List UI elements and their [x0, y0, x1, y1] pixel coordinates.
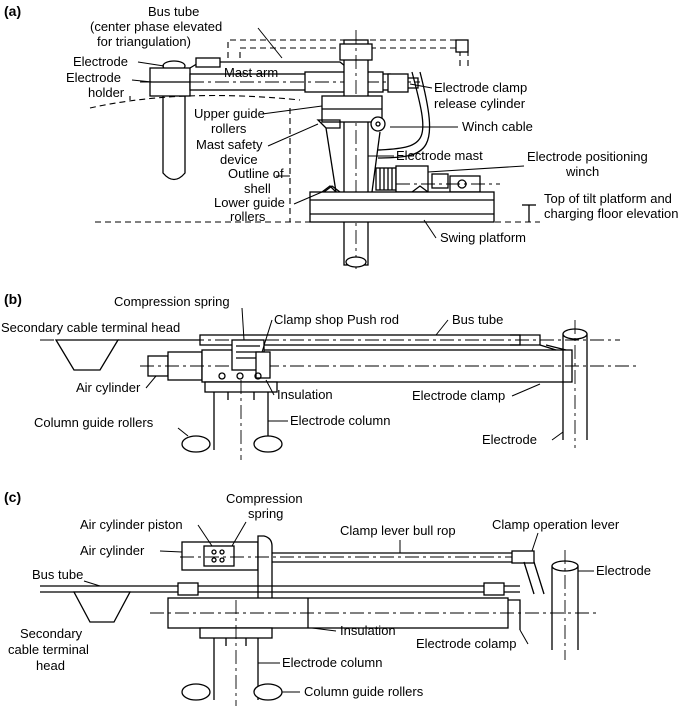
air-cylinder-piston — [203, 545, 235, 567]
label-compression-spring-c-1: Compression — [226, 491, 303, 506]
label-positioning-winch-1: Electrode positioning — [527, 149, 648, 164]
label-clamp-operation-lever: Clamp operation lever — [492, 517, 620, 532]
label-insulation-b: Insulation — [277, 387, 333, 402]
label-mast-safety-1: Mast safety — [196, 137, 263, 152]
label-clamp-release-2: release cylinder — [434, 96, 526, 111]
shell-outline-top — [89, 94, 301, 109]
label-air-cylinder-b: Air cylinder — [76, 380, 141, 395]
label-electrode-c: Electrode — [596, 563, 651, 578]
swing-platform — [309, 191, 495, 223]
column-guide-roller-left-b — [181, 435, 211, 453]
label-bus-tube-a: Bus tube — [148, 4, 199, 19]
label-mast-arm: Mast arm — [224, 65, 278, 80]
label-winch-cable: Winch cable — [462, 119, 533, 134]
label-air-cylinder-c: Air cylinder — [80, 543, 145, 558]
label-compression-spring-b: Compression spring — [114, 294, 230, 309]
label-outline-shell-1: Outline of — [228, 166, 284, 181]
label-secondary-terminal-b: Secondary cable terminal head — [1, 320, 180, 335]
label-clamp-lever-bull: Clamp lever bull rop — [340, 523, 456, 538]
label-secondary-c-3: head — [36, 658, 65, 673]
bus-tube-a — [189, 61, 346, 69]
label-bus-tube-b: Bus tube — [452, 312, 503, 327]
panel-c-tag: (c) — [4, 489, 21, 505]
winch-drum — [375, 167, 397, 191]
label-holder-1: Electrode — [66, 70, 121, 85]
secondary-terminal-head-b — [54, 339, 120, 371]
label-electrode-a: Electrode — [73, 54, 128, 69]
column-guide-roller-left-c — [181, 683, 211, 701]
panel-b: (b) Compression spring — [1, 291, 640, 460]
label-insulation-c: Insulation — [340, 623, 396, 638]
label-bus-tube-c: Bus tube — [32, 567, 83, 582]
label-column-guide-rollers-c: Column guide rollers — [304, 684, 424, 699]
label-clamp-shop: Clamp shop Push rod — [274, 312, 399, 327]
label-lower-guide-1: Lower guide — [214, 195, 285, 210]
electrode-c — [551, 566, 579, 650]
label-swing-platform: Swing platform — [440, 230, 526, 245]
label-compression-spring-c-2: spring — [248, 506, 283, 521]
label-secondary-c-2: cable terminal — [8, 642, 89, 657]
clamp-operation-lever — [523, 561, 545, 595]
label-secondary-c-1: Secondary — [20, 626, 83, 641]
electrode-cylinder — [162, 70, 186, 181]
label-electrode-clamp-b: Electrode clamp — [412, 388, 505, 403]
panel-c: (c) — [4, 489, 651, 706]
label-outline-shell-2: shell — [244, 181, 271, 196]
column-guide-roller-right-b — [253, 435, 283, 453]
column-guide-roller-right-c — [253, 683, 283, 701]
winch-pulley — [370, 116, 386, 132]
label-positioning-winch-2: winch — [565, 164, 599, 179]
label-upper-guide-1: Upper guide — [194, 106, 265, 121]
label-center-phase-1: (center phase elevated — [90, 19, 222, 34]
label-tilt-platform-1: Top of tilt platform and — [544, 191, 672, 206]
clamp-release-cylinder — [387, 73, 409, 93]
secondary-terminal-head-c — [72, 591, 132, 623]
label-electrode-b: Electrode — [482, 432, 537, 447]
label-electrode-column-c: Electrode column — [282, 655, 382, 670]
label-electrode-mast: Electrode mast — [396, 148, 483, 163]
label-electrode-colamp: Electrode colamp — [416, 636, 516, 651]
label-upper-guide-2: rollers — [211, 121, 247, 136]
electrode-b — [562, 334, 588, 440]
winch-cable — [377, 71, 431, 159]
label-electrode-column-b: Electrode column — [290, 413, 390, 428]
label-column-guide-rollers-b: Column guide rollers — [34, 415, 154, 430]
panel-a-tag: (a) — [4, 3, 21, 19]
label-center-phase-2: for triangulation) — [97, 34, 191, 49]
label-air-cylinder-piston: Air cylinder piston — [80, 517, 183, 532]
label-tilt-platform-2: charging floor elevation — [544, 206, 678, 221]
lower-guide-rollers — [321, 185, 337, 193]
label-holder-2: holder — [88, 85, 125, 100]
panel-b-tag: (b) — [4, 291, 22, 307]
label-lower-guide-2: rollers — [230, 209, 266, 224]
mast-safety-device — [316, 119, 341, 129]
label-clamp-release-1: Electrode clamp — [434, 80, 527, 95]
label-mast-safety-2: device — [220, 152, 258, 167]
panel-a: (a) — [4, 3, 678, 270]
